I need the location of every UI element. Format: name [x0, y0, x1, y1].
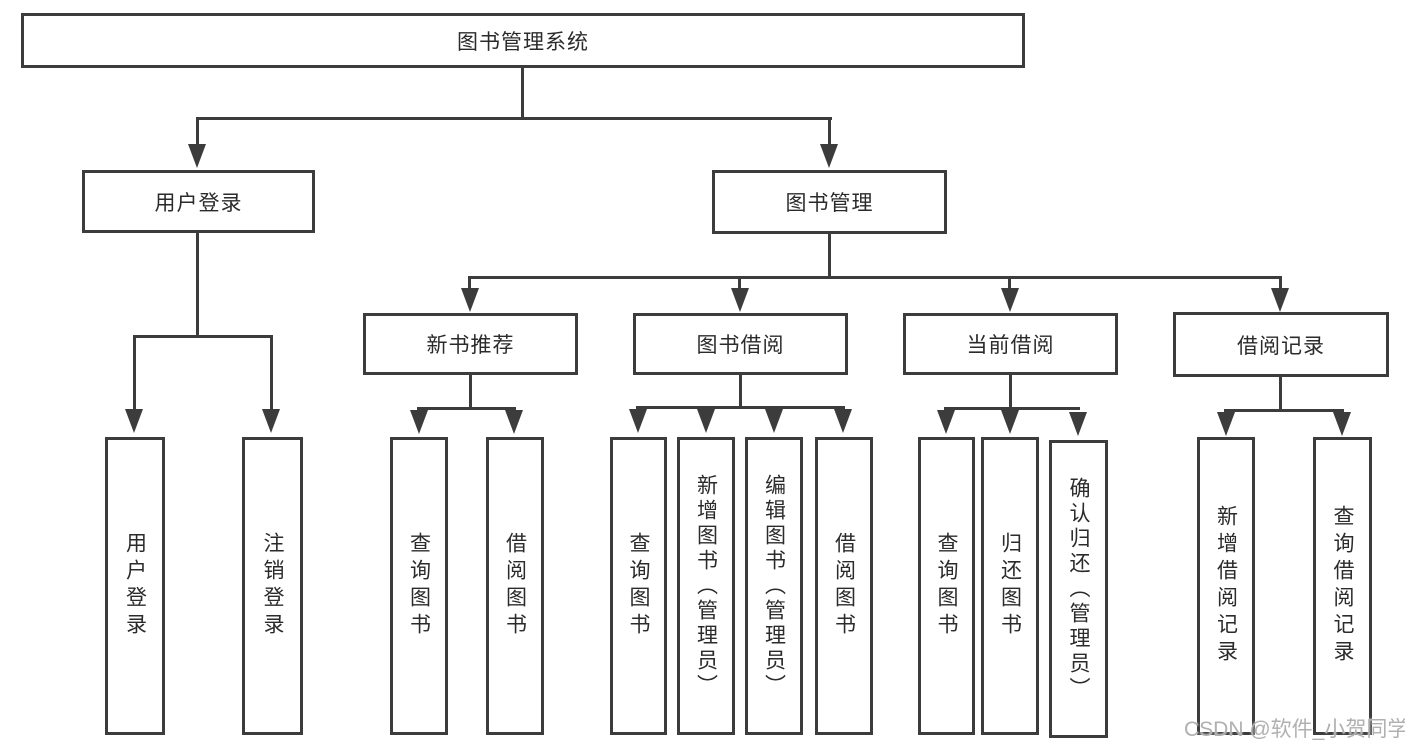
node-borrow-records-label: 借阅记录	[1237, 334, 1325, 358]
leaf-confirm-return-admin-label: 确认归还（管理员）	[1067, 476, 1090, 702]
leaf-edit-book-admin-label: 编辑图书（管理员）	[762, 473, 786, 699]
connector-borrow-stem	[739, 375, 742, 407]
connector-records-stem	[1279, 377, 1282, 410]
arrowhead-down-icon	[505, 410, 523, 434]
node-borrow-records: 借阅记录	[1173, 312, 1389, 377]
connector-login-drop-1	[133, 335, 136, 411]
arrowhead-down-icon	[937, 410, 955, 434]
leaf-edit-book-admin: 编辑图书（管理员）	[745, 437, 803, 735]
leaf-borrow-book-recommend-label: 借阅图书	[503, 532, 527, 640]
arrowhead-down-icon	[1217, 412, 1235, 436]
arrowhead-down-icon	[765, 409, 783, 433]
connector-mgmt-drop-3	[1008, 276, 1011, 288]
leaf-add-book-admin: 新增图书（管理员）	[677, 437, 735, 735]
connector-root-rail	[196, 117, 832, 120]
connector-mgmt-drop-2	[738, 276, 741, 288]
leaf-user-login: 用户登录	[105, 437, 165, 735]
connector-login-stem	[196, 233, 199, 335]
leaf-add-borrow-record: 新增借阅记录	[1197, 437, 1255, 735]
leaf-borrow-book-label: 借阅图书	[832, 532, 856, 640]
node-book-borrowing: 图书借阅	[633, 313, 848, 375]
connector-root-drop-left	[196, 117, 199, 146]
connector-borrow-rail	[636, 406, 845, 409]
arrowhead-down-icon	[1069, 412, 1087, 436]
connector-mgmt-drop-1	[468, 276, 471, 288]
node-new-book-recommend-label: 新书推荐	[426, 334, 515, 357]
arrowhead-down-icon	[1001, 288, 1019, 312]
leaf-borrow-book: 借阅图书	[815, 437, 873, 735]
connector-root-stem	[521, 68, 524, 117]
node-root-label: 图书管理系统	[457, 30, 589, 54]
node-book-borrowing-label: 图书借阅	[696, 334, 785, 357]
leaf-query-book-recommend: 查询图书	[390, 437, 448, 735]
leaf-return-book: 归还图书	[981, 437, 1039, 735]
connector-rec-stem	[469, 375, 472, 408]
arrowhead-down-icon	[1333, 412, 1351, 436]
connector-login-rail	[133, 335, 273, 338]
leaf-query-book-borrowing-label: 查询图书	[627, 532, 650, 640]
leaf-confirm-return-admin: 确认归还（管理员）	[1049, 440, 1108, 738]
node-current-borrowing-label: 当前借阅	[966, 334, 1055, 357]
leaf-return-book-label: 归还图书	[998, 532, 1022, 640]
leaf-logout: 注销登录	[242, 437, 303, 735]
node-current-borrowing: 当前借阅	[903, 313, 1118, 375]
leaf-add-borrow-record-label: 新增借阅记录	[1214, 505, 1238, 667]
leaf-query-book-current-label: 查询图书	[935, 532, 958, 640]
connector-mgmt-rail	[468, 276, 1282, 279]
arrowhead-down-icon	[188, 144, 206, 168]
arrowhead-down-icon	[834, 409, 852, 433]
leaf-query-book-borrowing: 查询图书	[610, 437, 667, 735]
node-user-login-label: 用户登录	[154, 191, 243, 215]
arrowhead-down-icon	[820, 144, 838, 168]
arrowhead-down-icon	[461, 288, 479, 312]
connector-current-stem	[1009, 375, 1012, 408]
leaf-logout-label: 注销登录	[261, 532, 284, 640]
arrowhead-down-icon	[125, 409, 143, 433]
leaf-query-borrow-record: 查询借阅记录	[1313, 437, 1372, 735]
arrowhead-down-icon	[629, 409, 647, 433]
connector-mgmt-stem	[828, 234, 831, 276]
leaf-query-book-current: 查询图书	[918, 437, 975, 735]
node-book-management-label: 图书管理	[785, 192, 874, 215]
leaf-query-borrow-record-label: 查询借阅记录	[1331, 505, 1354, 667]
leaf-add-book-admin-label: 新增图书（管理员）	[694, 473, 718, 699]
connector-current-rail	[944, 407, 1080, 410]
node-new-book-recommend: 新书推荐	[363, 313, 578, 375]
arrowhead-down-icon	[1271, 288, 1289, 312]
connector-login-drop-2	[270, 335, 273, 411]
arrowhead-down-icon	[731, 288, 749, 312]
arrowhead-down-icon	[262, 409, 280, 433]
csdn-watermark: CSDN @软件_小贺同学	[1184, 718, 1405, 741]
node-book-management: 图书管理	[712, 170, 947, 234]
connector-mgmt-drop-4	[1279, 276, 1282, 288]
arrowhead-down-icon	[697, 409, 715, 433]
connector-records-rail	[1224, 409, 1344, 412]
arrowhead-down-icon	[1001, 410, 1019, 434]
node-user-login: 用户登录	[82, 170, 315, 233]
connector-root-drop-right	[828, 117, 831, 146]
node-root: 图书管理系统	[21, 13, 1025, 68]
connector-rec-rail	[417, 407, 516, 410]
leaf-query-book-recommend-label: 查询图书	[407, 532, 431, 640]
arrowhead-down-icon	[410, 410, 428, 434]
leaf-borrow-book-recommend: 借阅图书	[486, 437, 544, 735]
leaf-user-login-label: 用户登录	[123, 532, 147, 640]
